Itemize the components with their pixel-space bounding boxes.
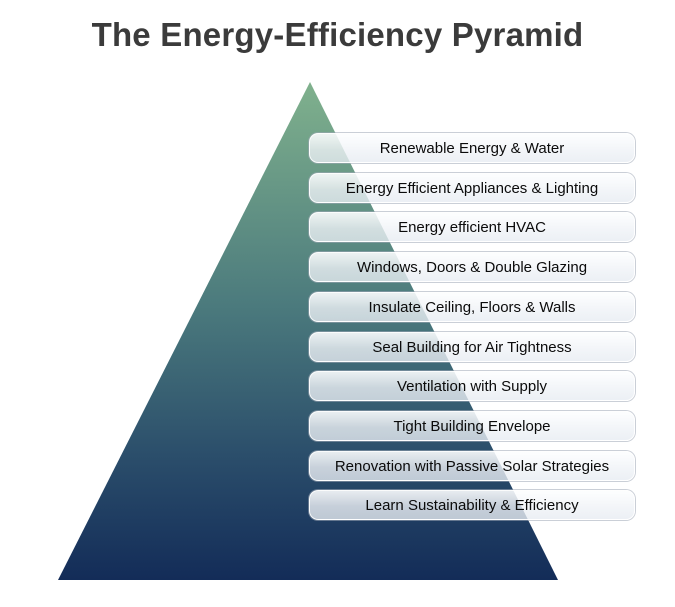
pyramid-level-2: Energy Efficient Appliances & Lighting xyxy=(309,173,635,203)
pyramid-level-label: Energy efficient HVAC xyxy=(398,219,546,236)
pyramid-level-label: Learn Sustainability & Efficiency xyxy=(365,497,579,514)
pyramid-level-label: Renewable Energy & Water xyxy=(379,140,565,157)
pyramid-level-label: Ventilation with Supply xyxy=(396,378,548,395)
pyramid-level-label: Seal Building for Air Tightness xyxy=(372,339,572,356)
pyramid-level-9: Renovation with Passive Solar Strategies xyxy=(309,451,635,481)
pyramid-level-label: Energy Efficient Appliances & Lighting xyxy=(345,180,599,197)
pyramid-level-7: Ventilation with Supply xyxy=(309,371,635,401)
pyramid-level-label: Windows, Doors & Double Glazing xyxy=(356,259,588,276)
pyramid-level-10: Learn Sustainability & Efficiency xyxy=(309,490,635,520)
pyramid-level-3: Energy efficient HVAC xyxy=(309,212,635,242)
page-title: The Energy-Efficiency Pyramid xyxy=(91,16,584,53)
pyramid-level-6: Seal Building for Air Tightness xyxy=(309,332,635,362)
pyramid-level-label: Insulate Ceiling, Floors & Walls xyxy=(368,299,576,316)
pyramid-level-label: Tight Building Envelope xyxy=(393,418,551,435)
pyramid-level-8: Tight Building Envelope xyxy=(309,411,635,441)
pyramid-level-1: Renewable Energy & Water xyxy=(309,133,635,163)
pyramid-level-label: Renovation with Passive Solar Strategies xyxy=(334,458,610,475)
pyramid-level-5: Insulate Ceiling, Floors & Walls xyxy=(309,292,635,322)
pyramid-level-4: Windows, Doors & Double Glazing xyxy=(309,252,635,282)
